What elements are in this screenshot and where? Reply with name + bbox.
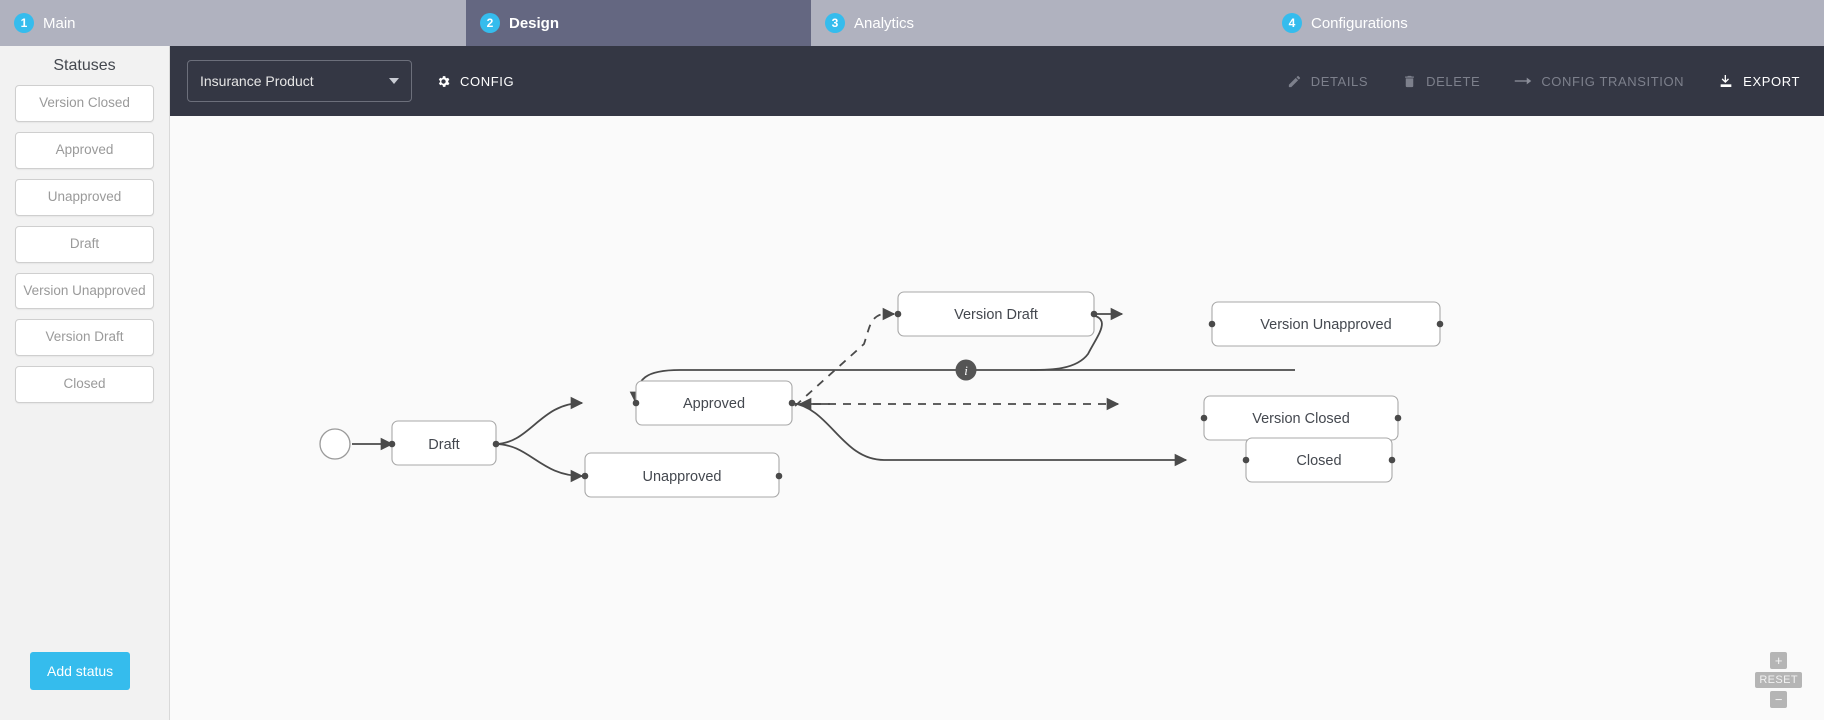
- tab-configurations-number: 4: [1282, 13, 1302, 33]
- config-transition-button-label: CONFIG TRANSITION: [1541, 73, 1685, 89]
- edge-approved-to-version-draft: [794, 307, 896, 407]
- edge-draft-to-approved: [494, 396, 584, 445]
- statuses-sidebar: Statuses Version Closed Approved Unappro…: [0, 46, 170, 720]
- node-closed-label: Closed: [1296, 453, 1341, 469]
- node-version-draft[interactable]: Version Draft: [894, 291, 1098, 337]
- pencil-icon: [1287, 74, 1302, 89]
- zoom-controls: + RESET −: [1755, 652, 1802, 708]
- zoom-reset-button[interactable]: RESET: [1755, 672, 1802, 688]
- export-button-label: EXPORT: [1743, 73, 1800, 89]
- add-status-button[interactable]: Add status: [30, 652, 131, 690]
- node-unapproved-label: Unapproved: [643, 469, 722, 485]
- edge-draft-to-unapproved: [494, 443, 584, 483]
- status-chip-approved[interactable]: Approved: [15, 131, 154, 169]
- tab-design-label: Design: [509, 14, 560, 32]
- node-unapproved[interactable]: Unapproved: [581, 452, 783, 498]
- tab-design-number: 2: [480, 13, 500, 33]
- status-chip-unapproved[interactable]: Unapproved: [15, 178, 154, 216]
- node-approved-label: Approved: [683, 396, 745, 412]
- download-icon: [1718, 73, 1734, 89]
- tab-main-number: 1: [14, 13, 34, 33]
- tab-main-label: Main: [43, 14, 76, 32]
- edge-version-unapproved-loop: [1029, 313, 1103, 371]
- delete-button-label: DELETE: [1426, 73, 1481, 89]
- export-button[interactable]: EXPORT: [1718, 73, 1800, 89]
- config-button-label: CONFIG: [460, 73, 515, 89]
- config-button[interactable]: CONFIG: [436, 74, 514, 89]
- node-approved[interactable]: Approved: [632, 380, 796, 426]
- workflow-graph: Draft Unapproved Approved: [319, 291, 1444, 498]
- sidebar-title: Statuses: [53, 57, 116, 74]
- gear-icon: [436, 74, 451, 89]
- node-draft[interactable]: Draft: [388, 420, 500, 466]
- tab-analytics-number: 3: [825, 13, 845, 33]
- status-chip-closed[interactable]: Closed: [15, 366, 154, 404]
- node-version-unapproved-label: Version Unapproved: [1260, 317, 1391, 333]
- tab-main[interactable]: 1 Main: [0, 0, 466, 46]
- zoom-out-button[interactable]: −: [1770, 691, 1788, 708]
- status-list: Version Closed Approved Unapproved Draft…: [0, 85, 169, 404]
- details-button-label: DETAILS: [1310, 73, 1369, 89]
- product-select[interactable]: Insurance Product: [187, 60, 412, 102]
- info-badge[interactable]: i: [955, 359, 977, 381]
- dashed-edge-layer: [794, 307, 1120, 411]
- toolbar-actions: DETAILS DELETE CONFIG TRANSITION: [1287, 73, 1824, 89]
- workflow-canvas[interactable]: Draft Unapproved Approved: [170, 116, 1824, 720]
- node-draft-label: Draft: [428, 437, 459, 453]
- node-version-closed[interactable]: Version Closed: [1200, 395, 1402, 441]
- node-layer: Draft Unapproved Approved: [319, 291, 1444, 498]
- tab-analytics[interactable]: 3 Analytics: [811, 0, 1268, 46]
- product-select-value: Insurance Product: [200, 73, 314, 89]
- status-chip-version-closed[interactable]: Version Closed: [15, 85, 154, 122]
- tab-configurations-label: Configurations: [1311, 14, 1408, 32]
- tab-configurations[interactable]: 4 Configurations: [1268, 0, 1824, 46]
- edge-approved-to-closed: [791, 402, 1188, 467]
- tab-analytics-label: Analytics: [854, 14, 915, 32]
- config-transition-button[interactable]: CONFIG TRANSITION: [1514, 74, 1684, 89]
- chevron-down-icon: [389, 78, 399, 84]
- status-chip-version-unapproved[interactable]: Version Unapproved: [15, 272, 154, 310]
- status-chip-version-draft[interactable]: Version Draft: [15, 319, 154, 357]
- step-tabbar: 1 Main 2 Design 3 Analytics 4 Configurat…: [0, 0, 1824, 46]
- delete-button[interactable]: DELETE: [1402, 74, 1480, 89]
- start-node[interactable]: [319, 428, 351, 460]
- info-badge-label: i: [964, 363, 968, 378]
- trash-icon: [1402, 74, 1417, 89]
- design-toolbar: Insurance Product CONFIG DETAILS: [170, 46, 1824, 116]
- tab-design[interactable]: 2 Design: [466, 0, 811, 46]
- zoom-in-button[interactable]: +: [1770, 652, 1788, 669]
- arrow-right-icon: [1514, 74, 1532, 88]
- details-button[interactable]: DETAILS: [1287, 74, 1368, 89]
- status-chip-draft[interactable]: Draft: [15, 225, 154, 263]
- node-closed[interactable]: Closed: [1242, 437, 1396, 483]
- node-version-closed-label: Version Closed: [1252, 411, 1350, 427]
- node-version-draft-label: Version Draft: [954, 307, 1038, 323]
- node-version-unapproved[interactable]: Version Unapproved: [1208, 301, 1444, 347]
